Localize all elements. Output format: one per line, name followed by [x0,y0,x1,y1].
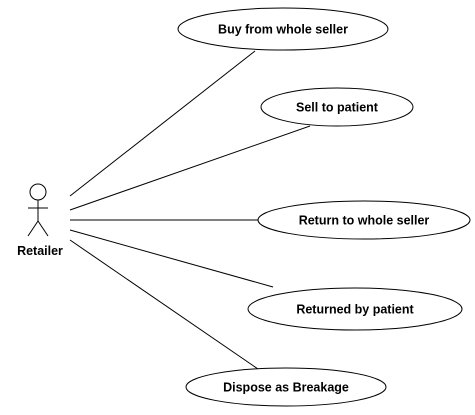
use-case-return-to-whole-seller[interactable]: Return to whole seller [257,200,471,240]
association-sell-to-patient [69,125,311,211]
use-case-sell-to-patient[interactable]: Sell to patient [260,87,414,127]
association-dispose-as-breakage [69,239,259,370]
use-case-returned-by-patient[interactable]: Returned by patient [247,287,463,331]
use-case-label: Buy from whole seller [218,23,348,37]
stick-figure-actor-icon [27,183,49,237]
use-case-buy-from-whole-seller[interactable]: Buy from whole seller [177,7,389,51]
use-case-label: Sell to patient [296,101,379,115]
actor-label: Retailer [17,244,63,258]
actor-retailer[interactable]: Retailer [17,183,63,258]
use-case-dispose-as-breakage[interactable]: Dispose as Breakage [185,367,387,407]
association-returned-by-patient [69,229,274,288]
association-buy-from-whole-seller [69,50,256,197]
use-case-label: Dispose as Breakage [223,381,349,395]
use-case-label: Return to whole seller [299,214,430,228]
use-case-label: Returned by patient [296,303,414,317]
